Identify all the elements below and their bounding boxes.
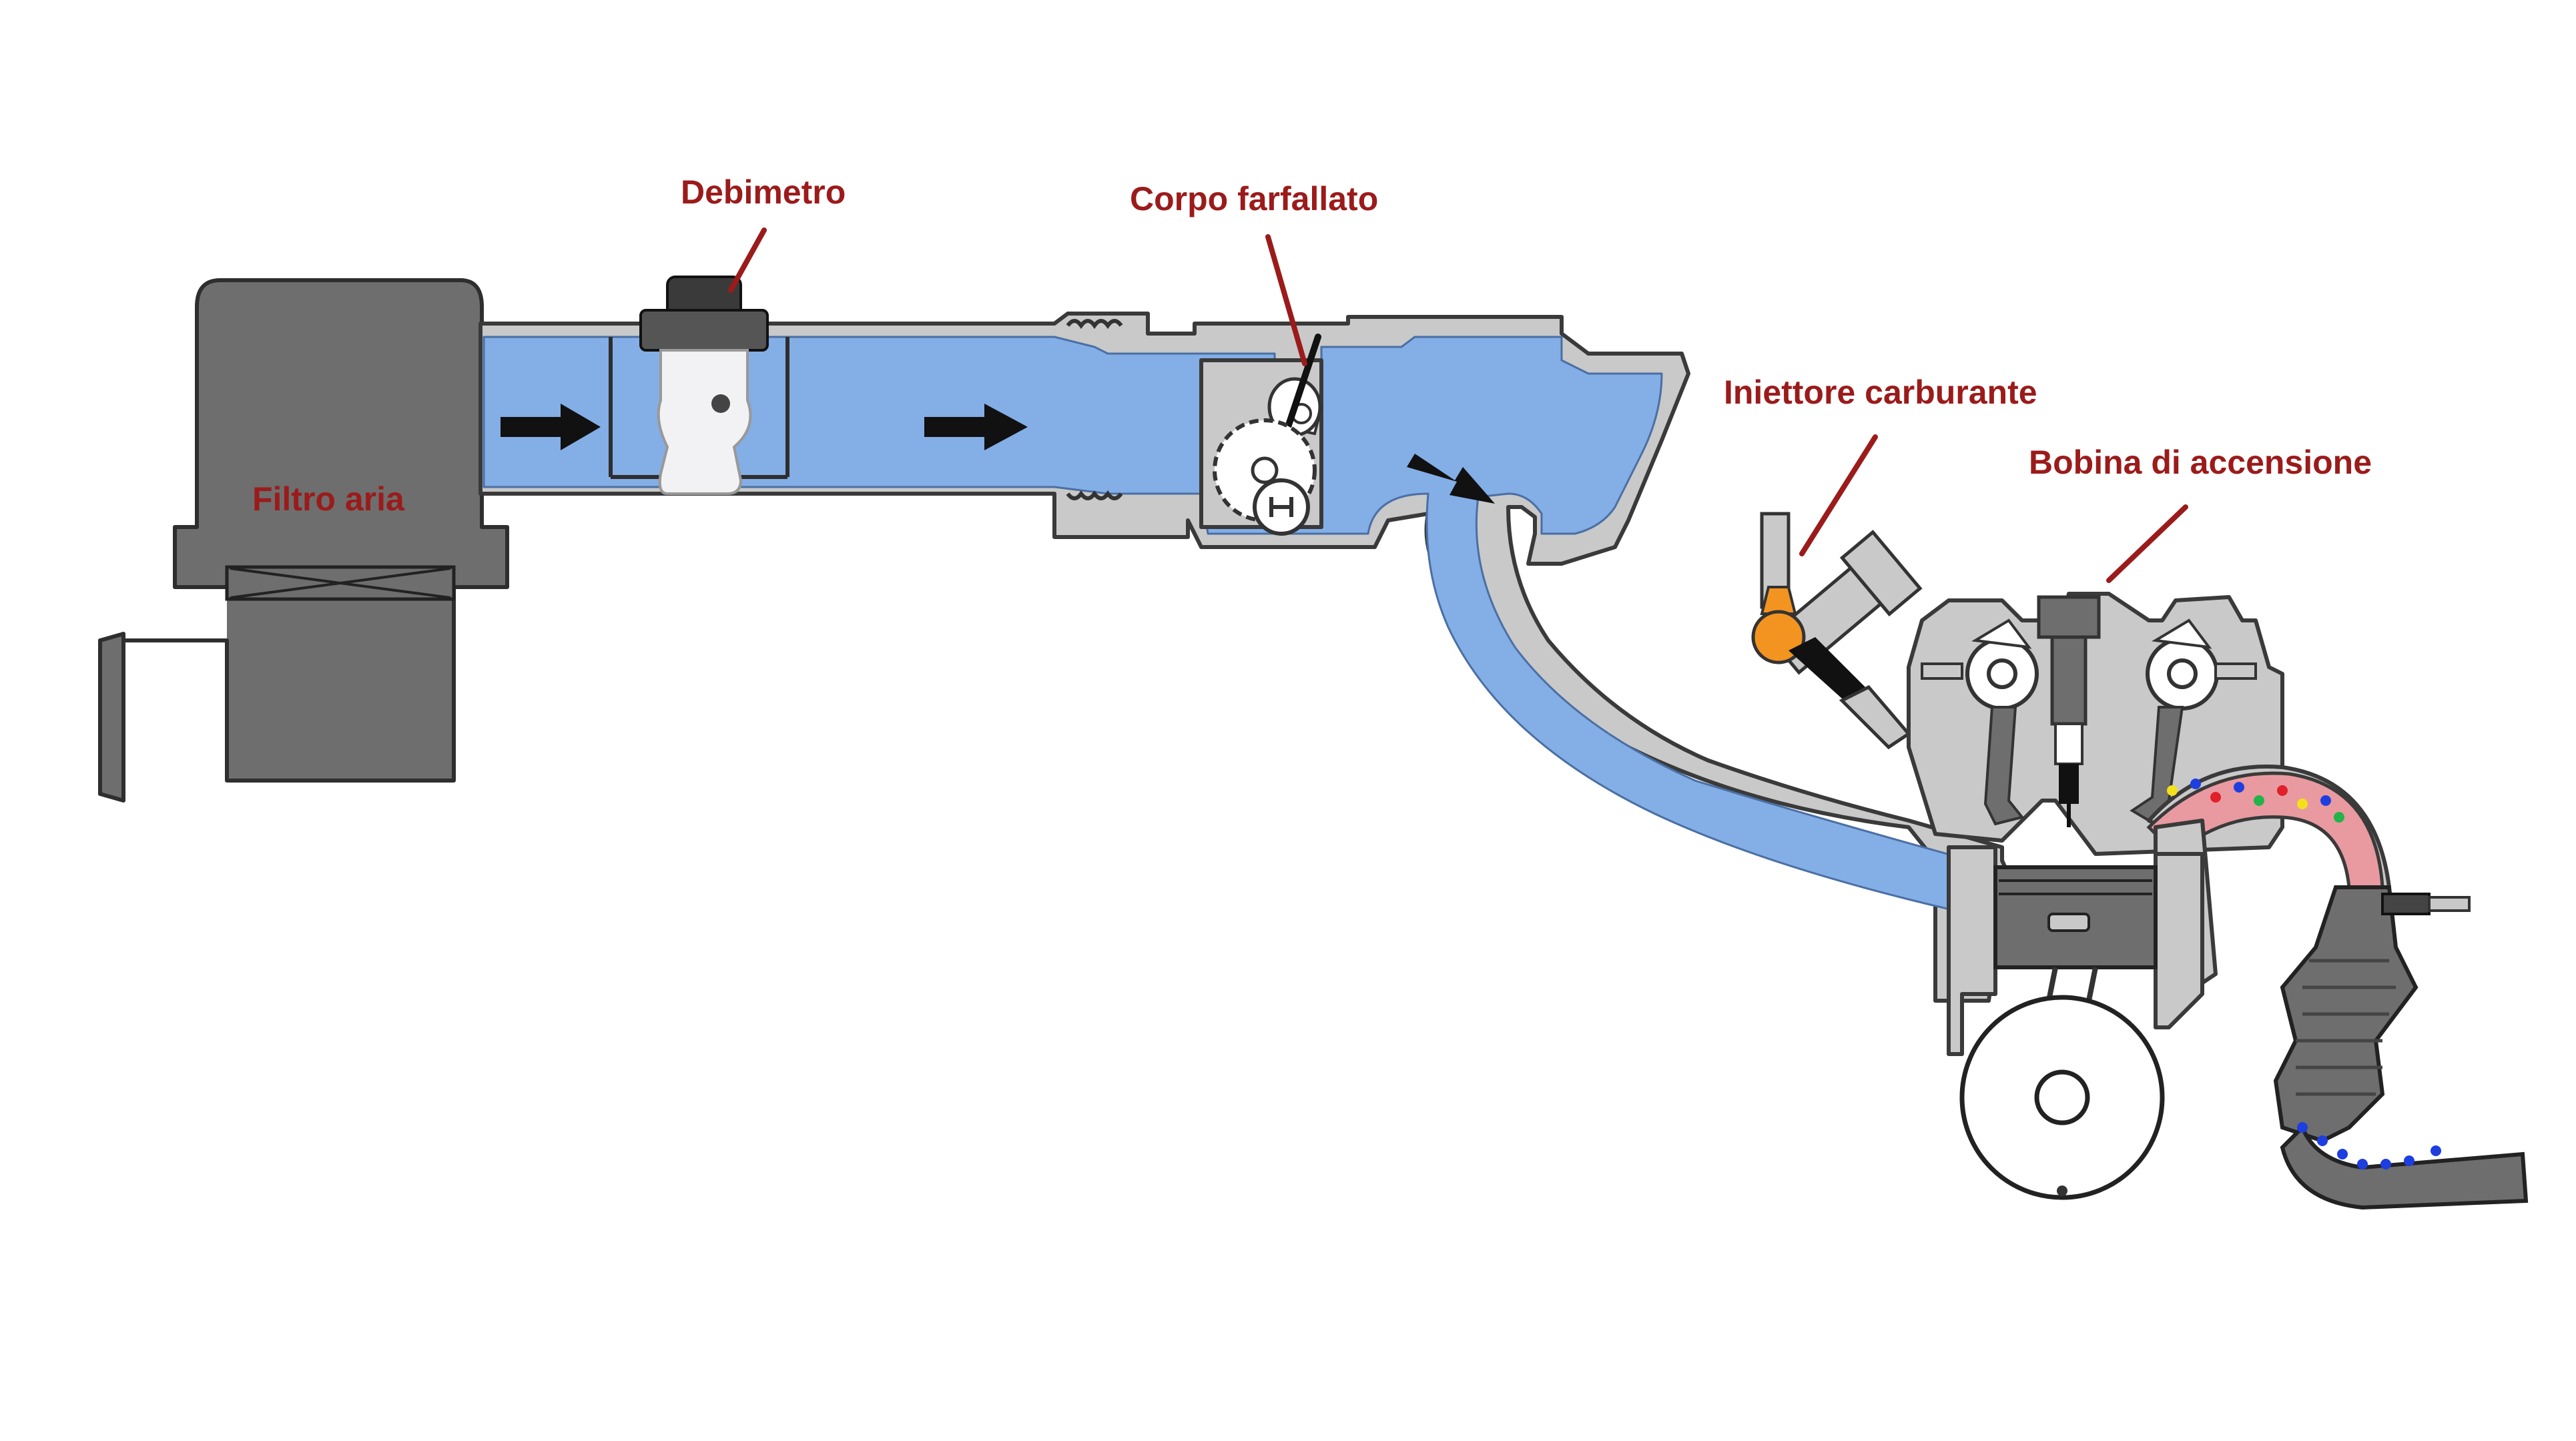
label-filtro-aria: Filtro aria <box>252 480 405 518</box>
air-filter <box>98 278 509 803</box>
label-debimetro: Debimetro <box>681 173 846 211</box>
arrow-right-icon <box>501 404 601 450</box>
fuel-injector <box>1751 512 1923 750</box>
mass-air-flow-sensor <box>639 276 769 495</box>
label-corpo-farfallato: Corpo farfallato <box>1130 180 1378 217</box>
flex-bellows-bottom <box>1066 490 1123 500</box>
arrow-down-right-icon <box>1407 454 1495 504</box>
label-iniettore-carburante: Iniettore carburante <box>1724 374 2037 411</box>
flex-bellows-top <box>1066 319 1123 330</box>
airflow-arrows <box>501 404 1495 504</box>
throttle-body <box>1199 334 1323 536</box>
exhaust-system <box>2146 765 2529 1210</box>
engine-block <box>1947 845 2204 1200</box>
leader-lines <box>728 227 2188 583</box>
label-bobina-di-accensione: Bobina di accensione <box>2029 444 2372 481</box>
arrow-right-icon <box>924 404 1028 450</box>
ignition-coil <box>2037 595 2101 639</box>
exhaust-particles <box>2167 779 2441 1169</box>
